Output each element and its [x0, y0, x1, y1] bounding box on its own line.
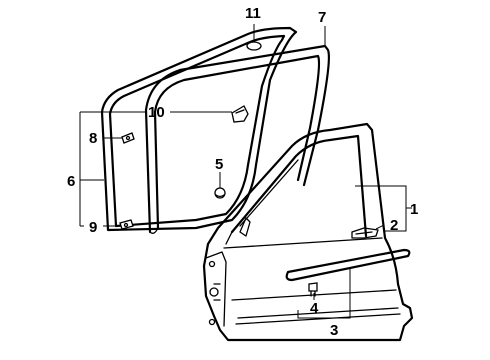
callout-9: 9: [89, 219, 97, 236]
callout-1: 1: [410, 201, 418, 218]
clip-upper: [121, 132, 135, 144]
front-door-shell: [202, 122, 414, 342]
retainer: [246, 41, 262, 51]
callout-11: 11: [245, 5, 261, 22]
callout-labels: 1 2 3 4 5 6 7 8 9 10 11: [67, 5, 418, 339]
belt-moulding: [285, 248, 411, 282]
moulding-clip: [308, 282, 318, 297]
callout-2: 2: [390, 217, 398, 234]
callout-8: 8: [89, 130, 97, 147]
clip-lower: [119, 219, 134, 230]
opening-weatherstrip: [100, 26, 298, 232]
grommet: [214, 187, 226, 199]
callout-4: 4: [310, 300, 319, 317]
callout-7: 7: [318, 9, 326, 26]
corner-piece: [231, 105, 249, 123]
outside-handle: [351, 227, 379, 239]
callout-6: 6: [67, 173, 75, 190]
leader-lines: [79, 24, 412, 319]
callout-5: 5: [215, 156, 223, 173]
callout-10: 10: [148, 104, 165, 121]
door-frame-weatherstrip: [144, 44, 330, 234]
callout-3: 3: [330, 322, 338, 339]
